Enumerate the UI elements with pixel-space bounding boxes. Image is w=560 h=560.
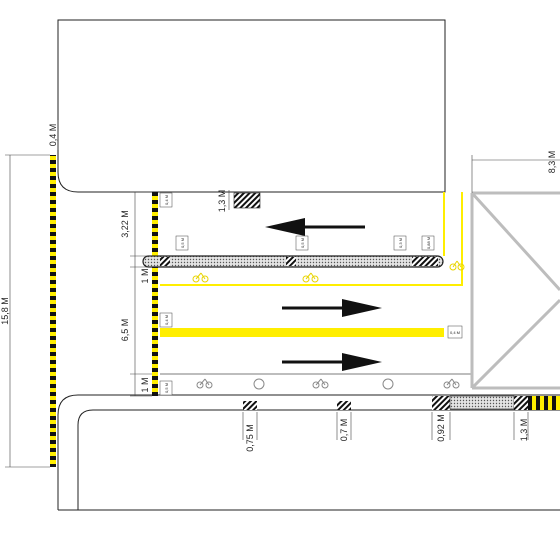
dim-b4: 1,3 M [519, 419, 529, 442]
dim-small-b2: 0,5 M [300, 238, 305, 248]
bicycle-icon [312, 378, 329, 389]
dim-lane-lower: 6,5 M [120, 319, 130, 342]
curb-line-inner [152, 192, 158, 396]
median-hatch-1 [160, 257, 170, 266]
bicycle-icon [449, 260, 465, 271]
dimension-lines [5, 120, 560, 468]
dim-b2: 0,7 M [339, 419, 349, 442]
hatch-block-b1 [243, 401, 257, 410]
dim-lane-upper: 3,22 M [120, 210, 130, 238]
dim-curb-offset: 0,4 M [48, 124, 58, 147]
building-top [57, 19, 446, 193]
small-dim-boxes [159, 192, 463, 396]
dim-total-width: 15,8 M [0, 297, 10, 325]
median-hatch-2 [286, 257, 296, 266]
bicycle-icon [196, 378, 213, 389]
arrow-left-icon [265, 218, 365, 236]
bicycle-icon [192, 272, 209, 283]
dim-small-c: 0,3 M [398, 238, 403, 248]
dim-small-g: 0,5 M [164, 383, 169, 393]
dim-small-a: 0,4 M [164, 195, 169, 205]
arrow-right-icon [282, 353, 382, 371]
yb-strip-bottom-right [528, 396, 560, 410]
dim-small-e: 0,4 M [164, 315, 169, 325]
arrow-right-icon [282, 299, 382, 317]
building-bottom [57, 394, 560, 511]
hatch-block-top [233, 192, 261, 209]
hatch-block-b2 [337, 401, 351, 410]
bicycle-icon [302, 272, 319, 283]
circle-marker-icon [382, 378, 394, 390]
dim-median: 1 M [140, 268, 150, 283]
dim-b3: 0,92 M [436, 414, 446, 442]
yellow-lane-lines [160, 192, 463, 337]
dim-small-b: 0,5 M [180, 238, 185, 248]
dotted-strip-bottom [449, 395, 515, 410]
dim-small-d: 0,88 M [426, 237, 431, 249]
circle-marker-icon [253, 378, 265, 390]
curb-line-left [50, 155, 56, 467]
dim-edge-lower: 1 M [140, 377, 150, 392]
hatch-block-b3 [432, 396, 450, 410]
dim-small-f: 0,4 M [450, 330, 460, 335]
bicycle-icon [443, 378, 460, 389]
dim-right-width: 8,3 M [547, 151, 557, 174]
median-hatch-3 [412, 257, 438, 266]
dim-hatch-top: 1,3 M [217, 190, 227, 213]
hatch-block-b4 [514, 396, 528, 410]
dim-b1: 0,75 M [245, 424, 255, 452]
right-structure [470, 191, 560, 390]
